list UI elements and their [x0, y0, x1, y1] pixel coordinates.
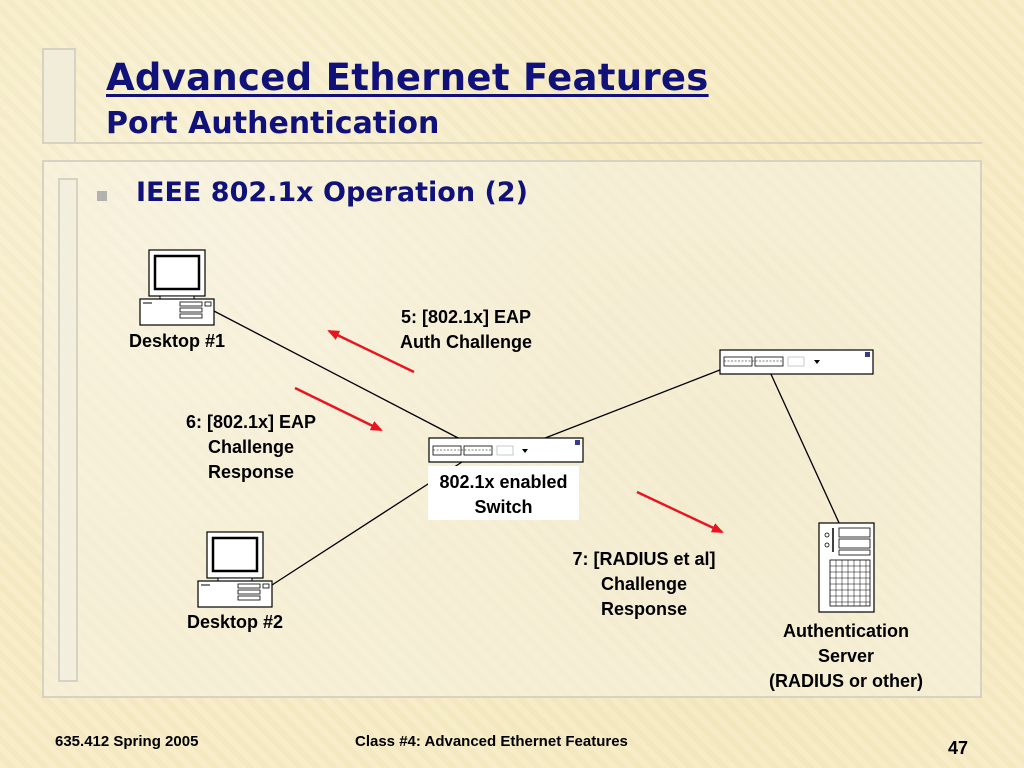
step6-line2: Challenge	[207, 437, 295, 457]
step7-line3: Response	[600, 599, 688, 619]
link-switch-backbone	[539, 367, 726, 441]
switch-label-line1: 802.1x enabled	[439, 472, 568, 492]
server-label-line3: (RADIUS or other)	[769, 671, 923, 691]
step6-line1: 6: [802.1x] EAP	[185, 412, 317, 432]
link-backbone-server	[769, 371, 841, 526]
slide-subtitle: Port Authentication	[106, 106, 440, 141]
step5-line1: 5: [802.1x] EAP	[400, 307, 532, 327]
footer-course: 635.412 Spring 2005	[55, 733, 199, 750]
slide-title: Advanced Ethernet Features	[106, 56, 709, 99]
step5-line2: Auth Challenge	[399, 332, 532, 352]
auth-switch-icon	[428, 437, 584, 463]
arrow-step6	[294, 386, 383, 432]
desktop-2-icon	[197, 531, 273, 608]
desktop-1-icon	[139, 249, 215, 326]
step7-line2: Challenge	[600, 574, 688, 594]
desktop-2-label: Desktop #2	[186, 612, 284, 632]
switch-label-box	[428, 466, 579, 520]
backbone-switch-icon	[719, 349, 874, 375]
bullet-heading: IEEE 802.1x Operation (2)	[136, 177, 528, 208]
step7-label: 7: [RADIUS et al] Challenge Response	[544, 547, 744, 622]
step7-line1: 7: [RADIUS et al]	[572, 549, 716, 569]
content-accent-bar	[58, 178, 78, 682]
footer-class: Class #4: Advanced Ethernet Features	[355, 733, 628, 750]
bullet-marker	[97, 191, 107, 201]
server-label-line2: Server	[817, 646, 875, 666]
step5-label: 5: [802.1x] EAP Auth Challenge	[371, 305, 561, 355]
desktop-1-label: Desktop #1	[128, 331, 226, 351]
switch-label-line2: Switch	[474, 497, 533, 517]
auth-server-icon	[818, 522, 875, 613]
link-desktop1-switch	[211, 309, 463, 441]
step6-line3: Response	[207, 462, 295, 482]
page-number: 47	[948, 738, 969, 758]
switch-label: 802.1x enabled Switch	[428, 470, 579, 520]
server-label: Authentication Server (RADIUS or other)	[746, 619, 946, 694]
server-label-line1: Authentication	[783, 621, 909, 641]
arrow-step5	[327, 329, 415, 374]
arrow-step7	[636, 490, 724, 534]
title-divider	[76, 142, 982, 144]
title-accent-bar	[42, 48, 76, 144]
step6-label: 6: [802.1x] EAP Challenge Response	[156, 410, 346, 485]
